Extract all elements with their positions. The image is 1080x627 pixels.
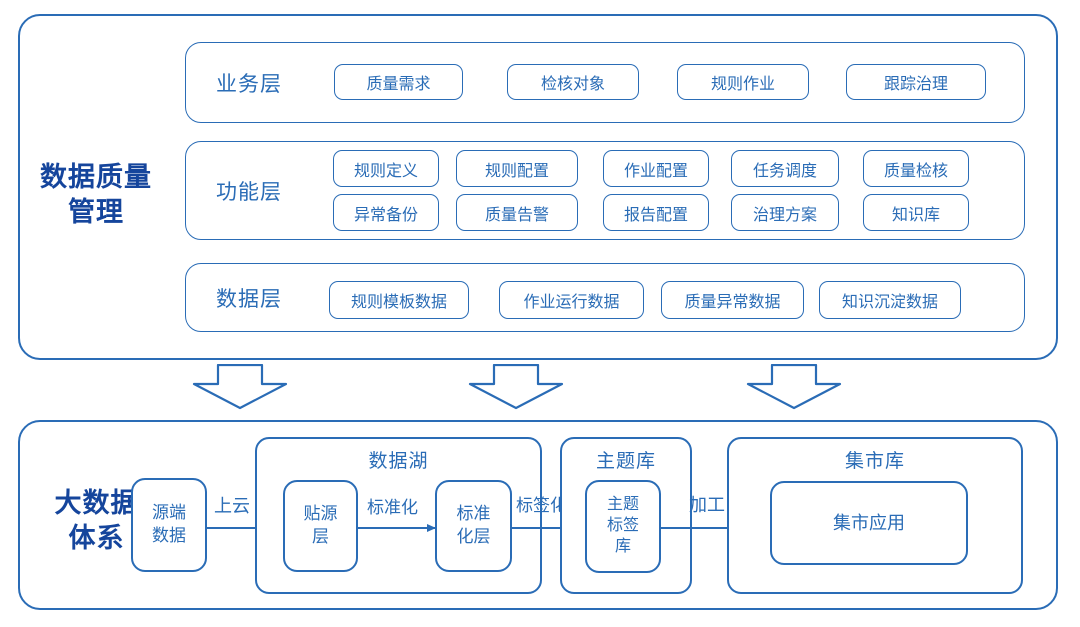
- flow-label-standardize: 标准化: [367, 498, 418, 517]
- big-data-title: 大数据 体系: [54, 488, 139, 553]
- item-quality-requirements: 质量需求: [334, 64, 463, 100]
- item-exception-backup: 异常备份: [333, 194, 439, 231]
- data-layer-label: 数据层: [216, 287, 282, 311]
- item-rule-template-data: 规则模板数据: [329, 281, 469, 319]
- flow-arrow-processing: [661, 527, 770, 529]
- theme-library-label: 主题库: [595, 451, 656, 472]
- item-report-config: 报告配置: [603, 194, 709, 231]
- business-layer-container: 业务层 质量需求 检核对象 规则作业 跟踪治理: [185, 42, 1025, 123]
- node-mart-application: 集市应用: [770, 481, 968, 565]
- item-job-run-data: 作业运行数据: [499, 281, 644, 319]
- item-quality-exception-data: 质量异常数据: [661, 281, 804, 319]
- flow-arrow-standardize: [358, 527, 435, 529]
- item-tracking-governance: 跟踪治理: [846, 64, 986, 100]
- mart-library-label: 集市库: [844, 451, 905, 472]
- item-rule-config: 规则配置: [456, 150, 578, 187]
- item-check-objects: 检核对象: [507, 64, 639, 100]
- node-ods-layer: 贴源 层: [283, 480, 358, 572]
- business-layer-label: 业务层: [216, 72, 282, 96]
- item-quality-alert: 质量告警: [456, 194, 578, 231]
- item-knowledge-base: 知识库: [863, 194, 969, 231]
- flow-arrow-to-cloud: [207, 527, 283, 529]
- item-quality-check: 质量检核: [863, 150, 969, 187]
- node-source-data: 源端 数据: [131, 478, 207, 572]
- item-rule-jobs: 规则作业: [677, 64, 809, 100]
- down-arrow-icon: [746, 364, 842, 410]
- flow-label-tagging: 标签化: [516, 496, 567, 515]
- down-arrow-icon: [468, 364, 564, 410]
- flow-label-processing: 加工: [689, 495, 725, 515]
- node-standard-layer: 标准 化层: [435, 480, 512, 572]
- flow-label-to-cloud: 上云: [214, 496, 250, 516]
- item-rule-definition: 规则定义: [333, 150, 439, 187]
- item-knowledge-deposit-data: 知识沉淀数据: [819, 281, 961, 319]
- function-layer-container: 功能层 规则定义 规则配置 作业配置 任务调度 质量检核 异常备份 质量告警 报…: [185, 141, 1025, 240]
- data-layer-container: 数据层 规则模板数据 作业运行数据 质量异常数据 知识沉淀数据: [185, 263, 1025, 332]
- flow-arrow-tagging: [512, 527, 585, 529]
- node-theme-tag-library: 主题 标签 库: [585, 480, 661, 573]
- data-lake-label: 数据湖: [368, 451, 429, 472]
- item-job-config: 作业配置: [603, 150, 709, 187]
- quality-management-title: 数据质量 管理: [40, 162, 152, 227]
- function-layer-label: 功能层: [216, 180, 282, 204]
- item-governance-plan: 治理方案: [731, 194, 839, 231]
- down-arrow-icon: [192, 364, 288, 410]
- item-task-scheduling: 任务调度: [731, 150, 839, 187]
